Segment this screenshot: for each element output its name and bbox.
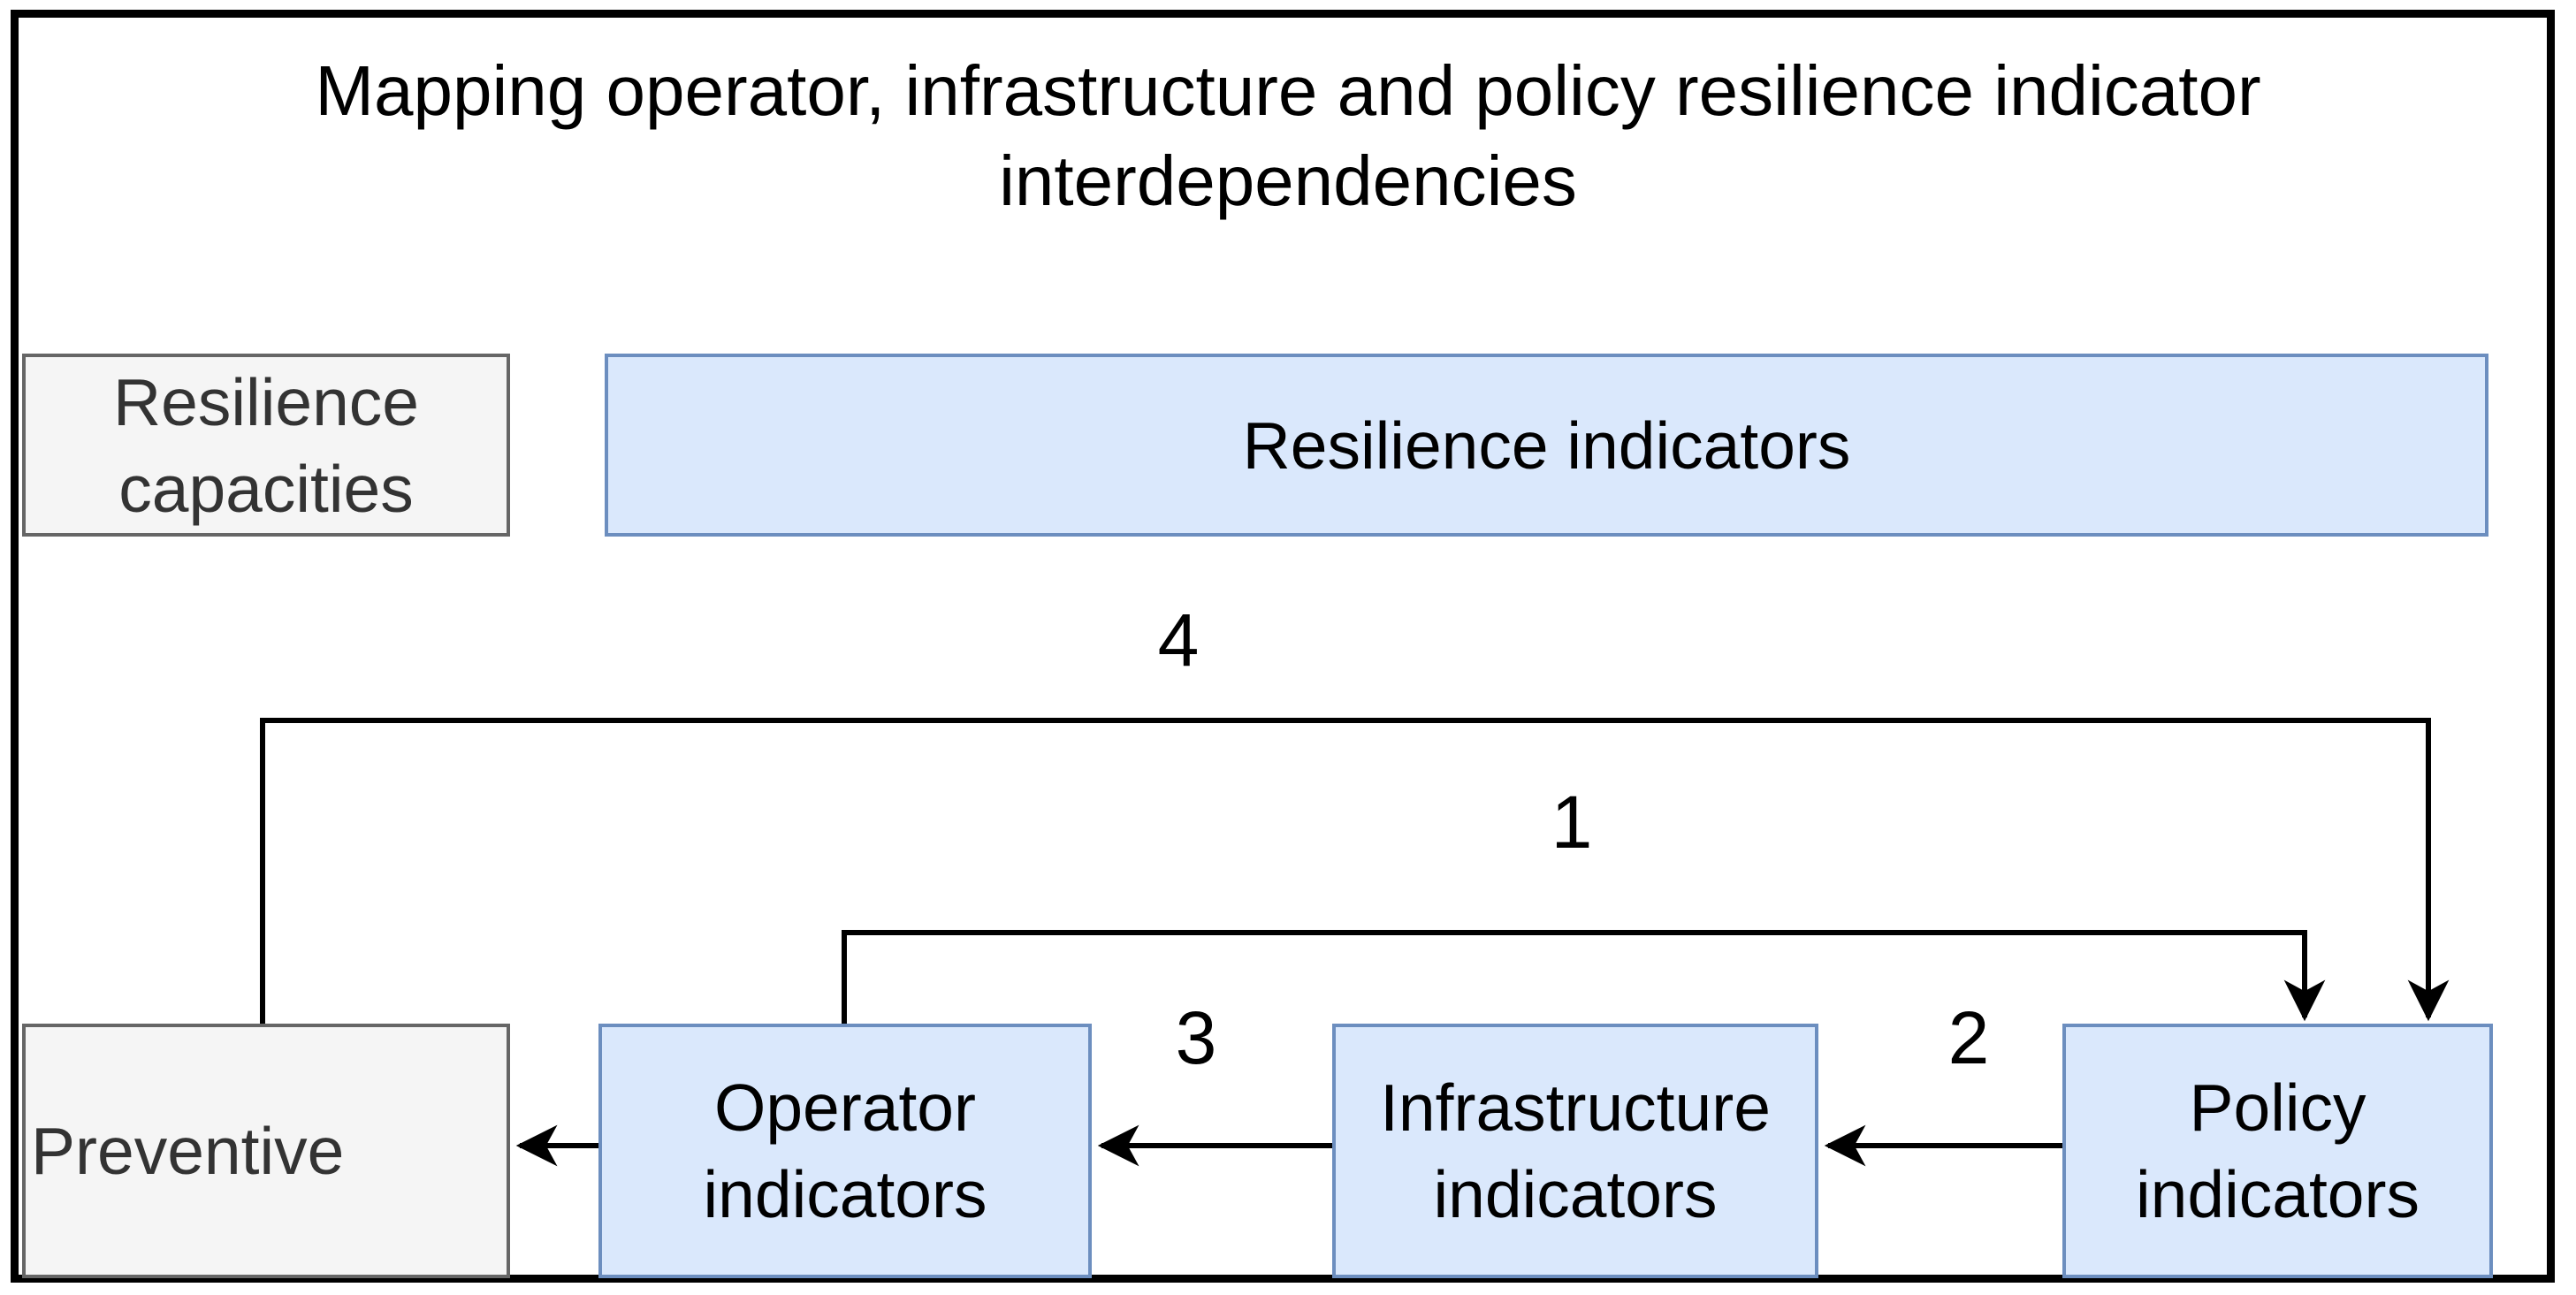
resilience-indicators-label: Resilience indicators — [1242, 408, 1851, 483]
diagram-border — [11, 10, 2555, 1283]
operator-indicators-box: Operator indicators — [598, 1024, 1092, 1278]
policy-indicators-label: Policy indicators — [2136, 1070, 2420, 1231]
preventive-label: Preventive — [31, 1114, 345, 1188]
connector-label-2: 2 — [1947, 996, 1990, 1079]
connector-label-3: 3 — [1175, 996, 1217, 1079]
policy-indicators-box: Policy indicators — [2062, 1024, 2493, 1278]
connector-label-1: 1 — [1551, 781, 1593, 864]
operator-indicators-label: Operator indicators — [703, 1070, 987, 1231]
infrastructure-indicators-box: Infrastructure indicators — [1332, 1024, 1818, 1278]
infrastructure-indicators-label: Infrastructure indicators — [1380, 1070, 1771, 1231]
connector-label-4: 4 — [1157, 598, 1200, 682]
resilience-capacities-label: Resilience capacities — [113, 364, 419, 526]
preventive-box: Preventive — [22, 1024, 510, 1278]
resilience-capacities-box: Resilience capacities — [22, 354, 510, 537]
resilience-indicators-box: Resilience indicators — [605, 354, 2488, 537]
diagram-title: Mapping operator, infrastructure and pol… — [315, 51, 2261, 220]
